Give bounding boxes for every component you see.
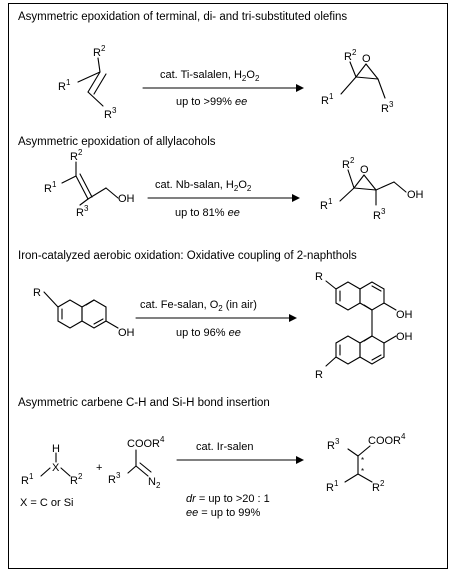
section-3-heading: Iron-catalyzed aerobic oxidation: Oxidat…	[18, 250, 357, 262]
svg-text:COOR4: COOR4	[368, 432, 406, 447]
scheme-frame	[8, 3, 448, 569]
svg-text:R2: R2	[70, 472, 83, 487]
svg-text:*: *	[361, 456, 364, 465]
section-3-naphthol: R OH	[33, 287, 135, 339]
svg-text:R2: R2	[372, 479, 385, 494]
svg-text:R1: R1	[321, 92, 334, 107]
svg-text:R3: R3	[104, 106, 117, 121]
section-3-binol: R OH OH R	[315, 271, 413, 381]
section-1-yield: up to >99% ee	[176, 96, 247, 108]
section-4-arrow	[176, 456, 304, 464]
section-2-yield: up to 81% ee	[175, 207, 240, 219]
svg-text:R1: R1	[21, 472, 34, 487]
section-1-olefin: R2 R1 R3	[58, 44, 117, 121]
svg-text:R2: R2	[344, 48, 357, 63]
svg-text:H: H	[52, 443, 60, 455]
svg-text:O: O	[362, 53, 371, 65]
svg-text:OH: OH	[396, 309, 413, 321]
svg-text:*: *	[361, 467, 364, 476]
section-2-reagent: cat. Nb-salan, H2O2	[155, 179, 252, 193]
svg-text:OH: OH	[396, 331, 413, 343]
svg-text:OH: OH	[118, 193, 135, 205]
svg-text:R: R	[33, 287, 41, 299]
svg-text:R2: R2	[93, 44, 106, 59]
section-1-reagent: cat. Ti-salalen, H2O2	[160, 69, 260, 83]
section-4-reagent: cat. Ir-salen	[196, 441, 253, 453]
svg-text:O: O	[360, 164, 369, 176]
section-1-arrow	[142, 84, 304, 92]
svg-text:R3: R3	[108, 471, 121, 486]
svg-text:R3: R3	[381, 100, 394, 115]
svg-text:R2: R2	[70, 148, 83, 163]
svg-text:R1: R1	[58, 78, 71, 93]
section-4-condition: X = C or Si	[20, 497, 74, 509]
section-2-arrow	[147, 194, 300, 202]
section-2-epoxy-alcohol: O R2 R1 R3 OH	[320, 156, 424, 222]
section-3-yield: up to 96% ee	[176, 327, 241, 339]
svg-text:R3: R3	[327, 437, 340, 452]
section-4-product: R3 COOR4 * * R1 R2	[326, 432, 406, 494]
section-4-dr: dr = up to >20 : 1	[186, 493, 270, 505]
section-2-heading: Asymmetric epoxidation of allylacohols	[18, 136, 216, 148]
section-3-arrow	[135, 314, 297, 322]
plus-sign: +	[96, 462, 102, 474]
svg-text:R1: R1	[320, 197, 333, 212]
svg-text:OH: OH	[118, 327, 135, 339]
svg-text:R1: R1	[326, 479, 339, 494]
section-1-heading: Asymmetric epoxidation of terminal, di- …	[18, 11, 347, 23]
svg-text:R: R	[315, 271, 323, 283]
svg-text:COOR4: COOR4	[127, 435, 165, 450]
svg-text:N2: N2	[148, 476, 161, 490]
section-4-ee: ee = up to 99%	[186, 507, 261, 519]
svg-text:X: X	[52, 462, 60, 474]
section-4-diazo-ester: COOR4 R3 N2	[108, 435, 165, 490]
section-2-allyl-alcohol: R2 R1 R3 OH	[44, 148, 135, 219]
svg-text:R3: R3	[373, 207, 386, 222]
svg-text:OH: OH	[407, 189, 424, 201]
section-4-heading: Asymmetric carbene C-H and Si-H bond ins…	[18, 397, 270, 409]
svg-text:R1: R1	[44, 180, 57, 195]
section-1-epoxide: O R2 R1 R3	[321, 48, 394, 115]
svg-text:R: R	[315, 369, 323, 381]
svg-text:R3: R3	[76, 204, 89, 219]
section-3-reagent: cat. Fe-salan, O2 (in air)	[140, 299, 257, 313]
section-4-substrate: H X R1 R2	[21, 443, 83, 487]
svg-text:R2: R2	[342, 156, 355, 171]
